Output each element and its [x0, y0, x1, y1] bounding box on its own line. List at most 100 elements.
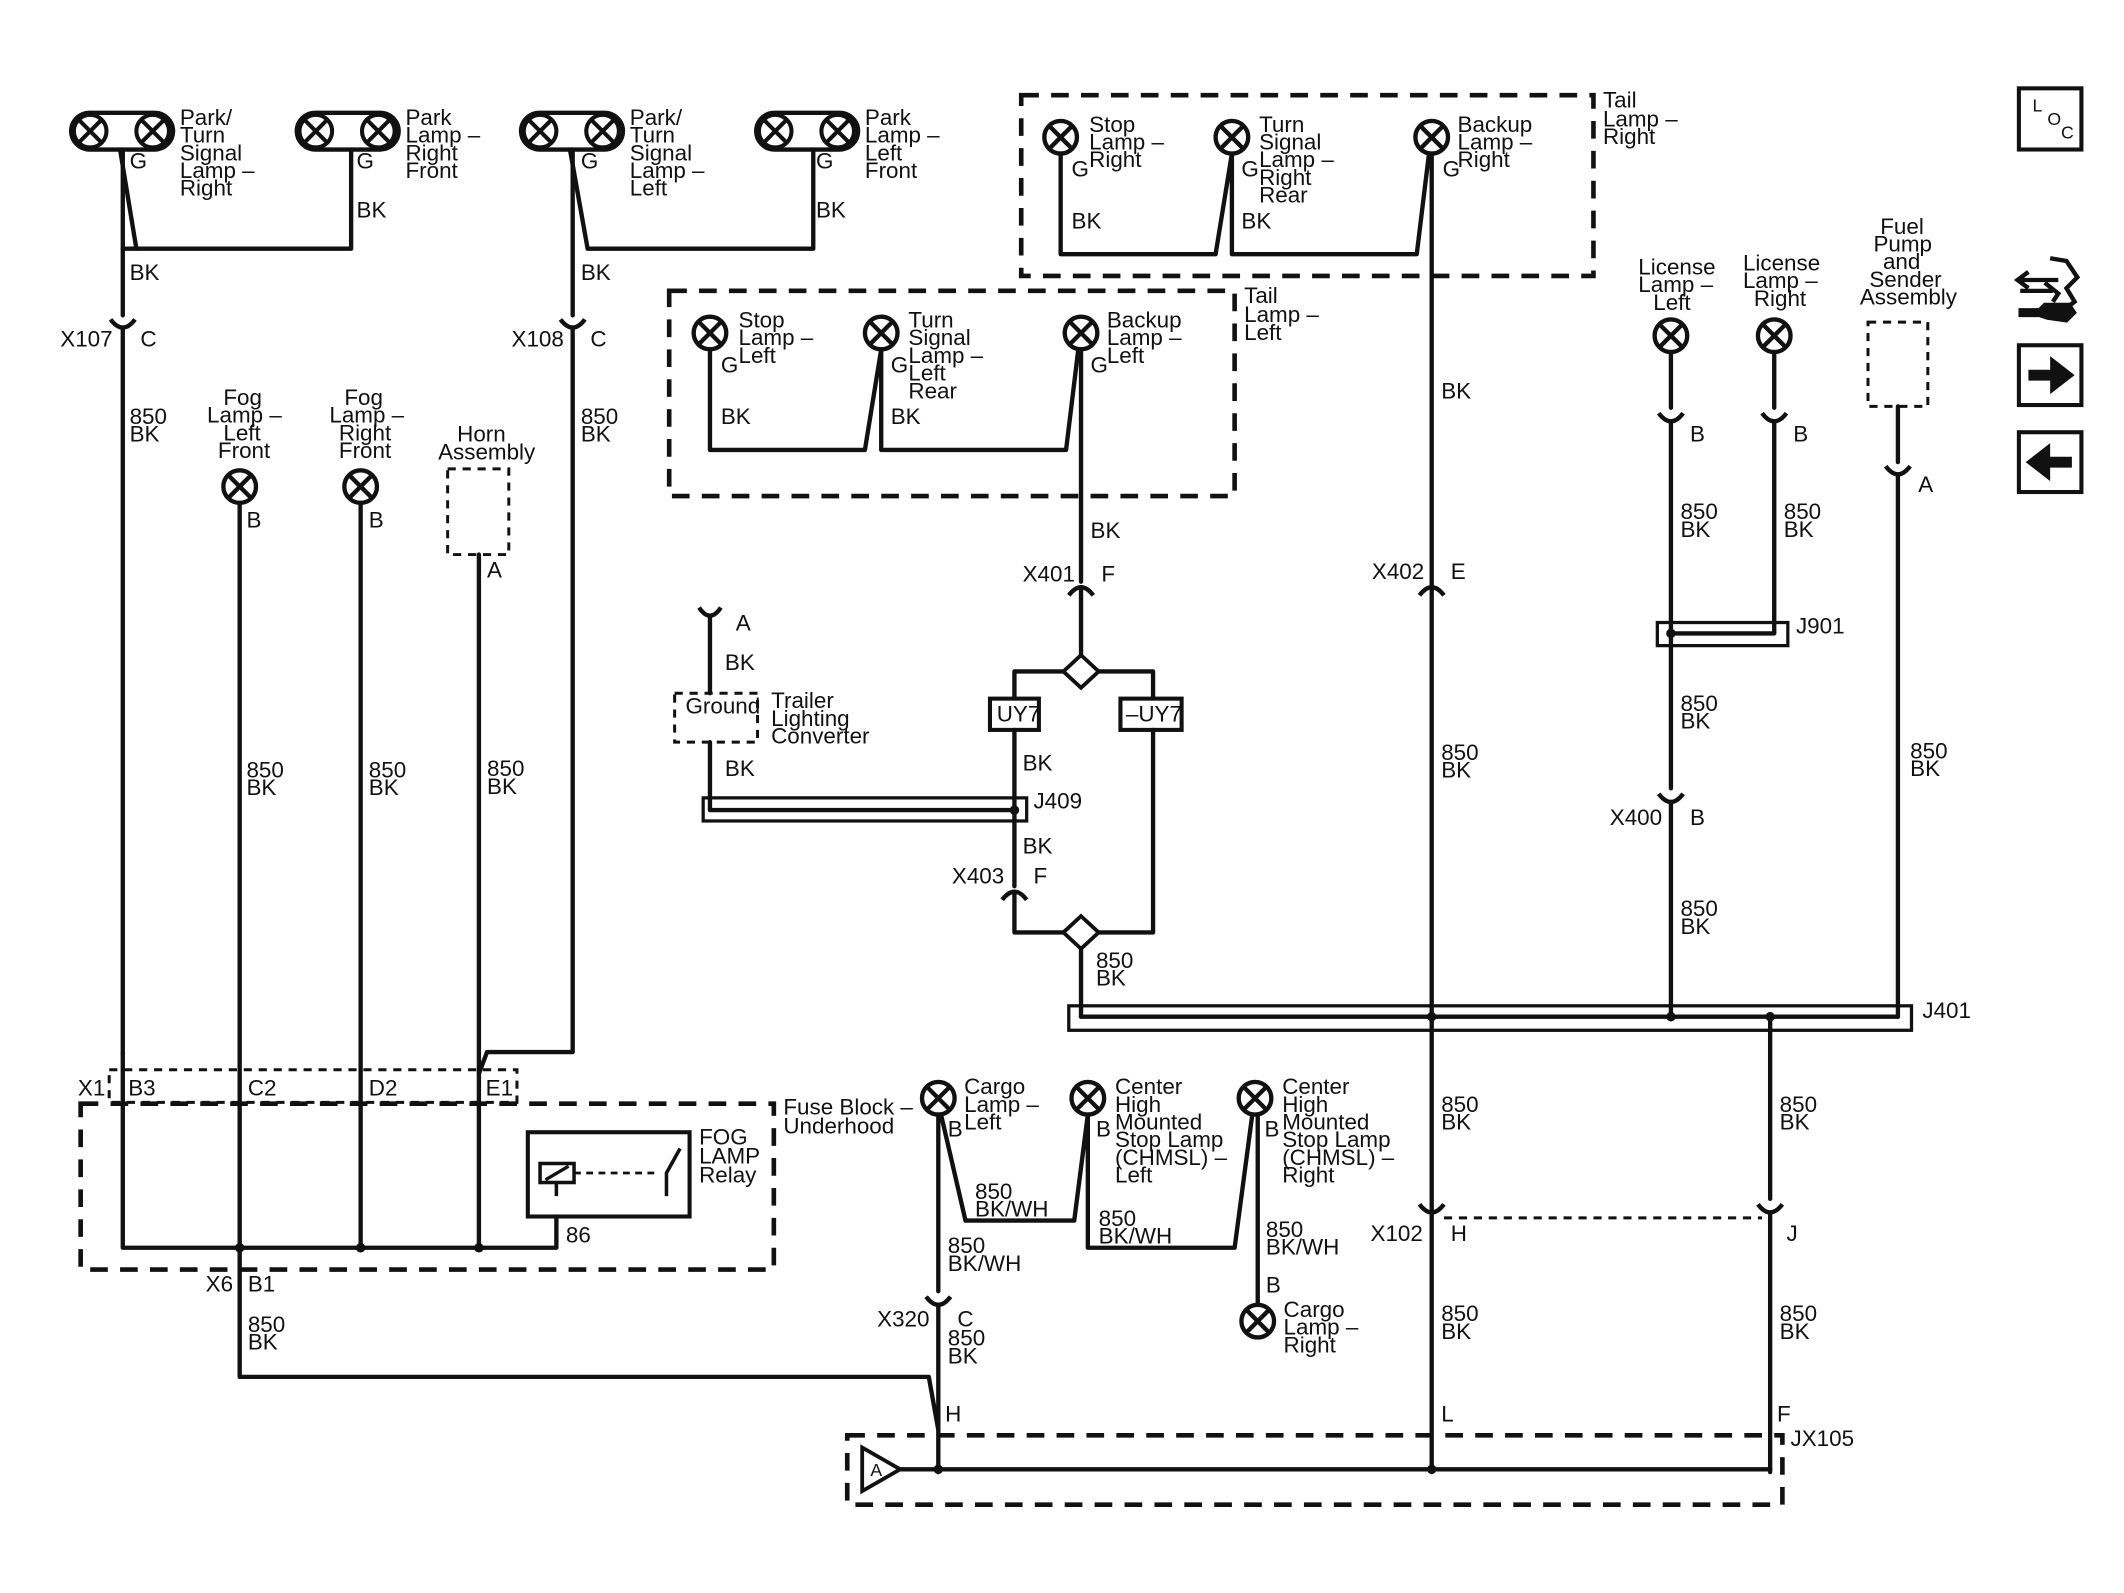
wires-circuit-label: 850 [1780, 1301, 1817, 1326]
stop-lamp-right [1042, 118, 1080, 156]
license-lamp-left-label: License Lamp – Left [1638, 255, 1715, 315]
lamps-fog-right-1-label: Lamp – [329, 403, 404, 428]
lamps-tail-right-backup-2-label: Right [1458, 147, 1511, 172]
lamps-license-left-1-label: Lamp – [1638, 272, 1713, 297]
lamps-chmsl-left-1-label: High [1115, 1092, 1161, 1117]
wires-bk-label: BK [581, 260, 611, 285]
components-tail-lamp-right-2-label: Right [1603, 124, 1656, 149]
wires-bk-label: BK [246, 775, 276, 800]
cargo-lamp-right [1239, 1302, 1277, 1340]
backup-lamp-left-label: Backup Lamp – Left [1107, 308, 1182, 368]
components-horn-1-label: Assembly [438, 439, 536, 464]
lamps-chmsl-right-0-label: Center [1282, 1074, 1350, 1099]
pins-b-label: B [1690, 805, 1705, 830]
lamps-chmsl-left-5-label: Left [1115, 1163, 1153, 1188]
forward-button[interactable] [2016, 343, 2084, 408]
park-lamp-right-front [294, 110, 401, 152]
connector-x320: X320 C [877, 1295, 974, 1332]
license-lamp-left [1652, 317, 1690, 355]
cargo-lamp-left [919, 1079, 957, 1117]
lamps-park-turn-left-4-label: Left [630, 176, 668, 201]
splice-j401: J401 [1067, 998, 1971, 1032]
wires-bkwh-label: BK/WH [1099, 1224, 1172, 1249]
components-fuel-pump-4-label: Assembly [1860, 284, 1958, 309]
turn-signal-lamp-left-rear [862, 314, 900, 352]
lamps-fog-left-2-label: Left [223, 420, 261, 445]
connectors-j409-label: J409 [1033, 789, 1082, 814]
wires-circuit-label: 850 [1910, 738, 1947, 763]
lamps-chmsl-right-4-label: (CHMSL) – [1282, 1145, 1395, 1170]
lamps-cargo-left-2-label: Left [964, 1110, 1002, 1135]
wires-circuit-label: 850 [130, 404, 167, 429]
wires-bk-label: BK [1780, 1319, 1810, 1344]
lamps-chmsl-right-1-label: High [1282, 1092, 1328, 1117]
wires-circuit-label: 850 [246, 757, 283, 782]
lamps-tail-left-backup-2-label: Left [1107, 343, 1145, 368]
option-not-uy7: –UY7 [1118, 696, 1184, 732]
lamps-cargo-left-1-label: Lamp – [964, 1092, 1039, 1117]
lamps-tail-right-stop-2-label: Right [1089, 147, 1142, 172]
arrow-left-icon [2025, 443, 2072, 482]
components-tail-lamp-left-0-label: Tail [1244, 283, 1278, 308]
wires-bk-label: BK [725, 756, 755, 781]
wrench-icon[interactable] [2013, 256, 2081, 323]
park-turn-lamp-left-label: Park/ Turn Signal Lamp – Left [630, 105, 705, 201]
license-lamp-right-label: License Lamp – Right [1743, 250, 1820, 310]
lamps-tail-left-turn-3-label: Left [908, 361, 946, 386]
loc-button[interactable]: L O C [2016, 86, 2084, 152]
wires-bk-label: BK [581, 422, 611, 447]
tail-lamp-right: Tail Lamp – Right [1018, 87, 1678, 279]
splice-j901: J901 [1655, 613, 1845, 648]
lamps-tail-right-turn-1-label: Signal [1259, 130, 1321, 155]
components-trailer-0-label: Trailer [771, 688, 834, 713]
pins-b-label: B [1096, 1116, 1111, 1141]
wires-bk-label: BK [369, 775, 399, 800]
back-button[interactable] [2016, 430, 2084, 495]
lamps-fog-left-0-label: Fog [223, 385, 262, 410]
lamps-fog-right-2-label: Right [339, 420, 392, 445]
wires-bk-label: BK [1023, 751, 1053, 776]
connector-x401: X401 F [1023, 562, 1115, 597]
pins-h-label: H [1451, 1221, 1467, 1246]
connectors-x6-label: X6 [206, 1271, 233, 1296]
pins-d2-label: D2 [369, 1076, 398, 1101]
components-tail-lamp-right-0-label: Tail [1603, 87, 1637, 112]
lamps-license-left-0-label: License [1638, 255, 1715, 280]
lamps-park-left-front-0-label: Park [865, 105, 912, 130]
lamps-license-right-2-label: Right [1754, 286, 1807, 311]
lamps-park-turn-right-2-label: Signal [180, 140, 242, 165]
components-trailer-2-label: Converter [771, 723, 870, 748]
wires-bk-label: BK [816, 197, 846, 222]
wires-bk-label: BK [948, 1343, 978, 1368]
pins-c-label: C [140, 327, 156, 352]
lamps-park-turn-left-0-label: Park/ [630, 105, 683, 130]
connector-x108: X108 C [476, 318, 607, 1076]
lamps-tail-left-stop-1-label: Lamp – [739, 325, 814, 350]
wires-circuit-label: 850 [1099, 1206, 1136, 1231]
wires-bk-label: BK [1441, 1110, 1471, 1135]
wires-circuit-label: 850 [369, 757, 406, 782]
lamps-tail-right-backup-0-label: Backup [1458, 112, 1533, 137]
lamps-tail-right-stop-0-label: Stop [1089, 112, 1135, 137]
wires-circuit-label: 850 [1441, 1092, 1478, 1117]
park-lamp-left-front [754, 110, 861, 152]
lamps-tail-left-stop-0-label: Stop [739, 308, 785, 333]
wires-bk-label: BK [1441, 757, 1471, 782]
lamps-tail-left-stop-2-label: Left [739, 343, 777, 368]
connectors-jx105-label: JX105 [1791, 1426, 1855, 1451]
components-fuel-pump-3-label: Sender [1869, 267, 1942, 292]
lamps-chmsl-left-3-label: Stop Lamp [1115, 1127, 1223, 1152]
pins-g-label: G [1443, 157, 1460, 182]
lamps-chmsl-right-2-label: Mounted [1282, 1110, 1369, 1135]
pins-f-label: F [1101, 562, 1115, 587]
wires-circuit-label: 850 [1096, 948, 1133, 973]
pins-g-label: G [1241, 157, 1258, 182]
wires-circuit-label: 850 [1784, 499, 1821, 524]
components-tail-lamp-left-1-label: Lamp – [1244, 302, 1319, 327]
park-turn-lamp-right-label: Park/ Turn Signal Lamp – Right [180, 105, 255, 201]
wires-circuit-label: 850 [1441, 1301, 1478, 1326]
nav-loc-c-label: C [2061, 123, 2074, 143]
park-turn-lamp-right [68, 110, 176, 152]
